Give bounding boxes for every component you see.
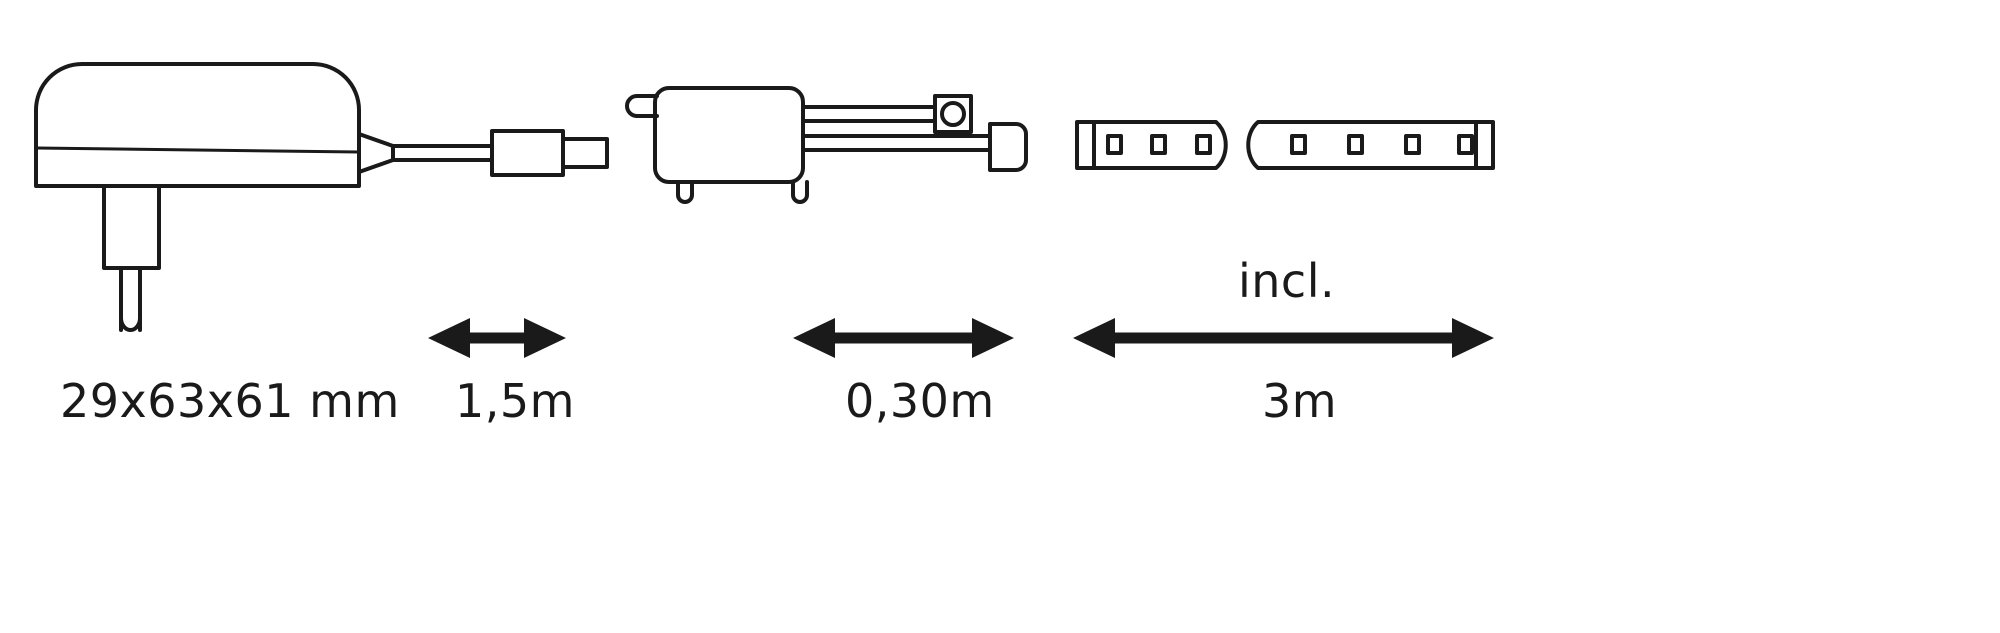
adapter-size-label: 29x63x61 mm [60, 374, 400, 428]
included-note-label: incl. [1238, 254, 1336, 308]
led-strip-icon [1075, 120, 1495, 170]
power-adapter-icon [34, 62, 609, 332]
driver-box-icon [625, 86, 1028, 204]
dimension-arrow-driver-cable [793, 318, 1014, 358]
dimension-arrow-strip-length [1073, 318, 1494, 358]
strip-length-label: 3m [1262, 374, 1338, 428]
driver-cable-length-label: 0,30m [845, 374, 995, 428]
adapter-cable-length-label: 1,5m [455, 374, 575, 428]
dimension-arrow-adapter-cable [428, 318, 566, 358]
